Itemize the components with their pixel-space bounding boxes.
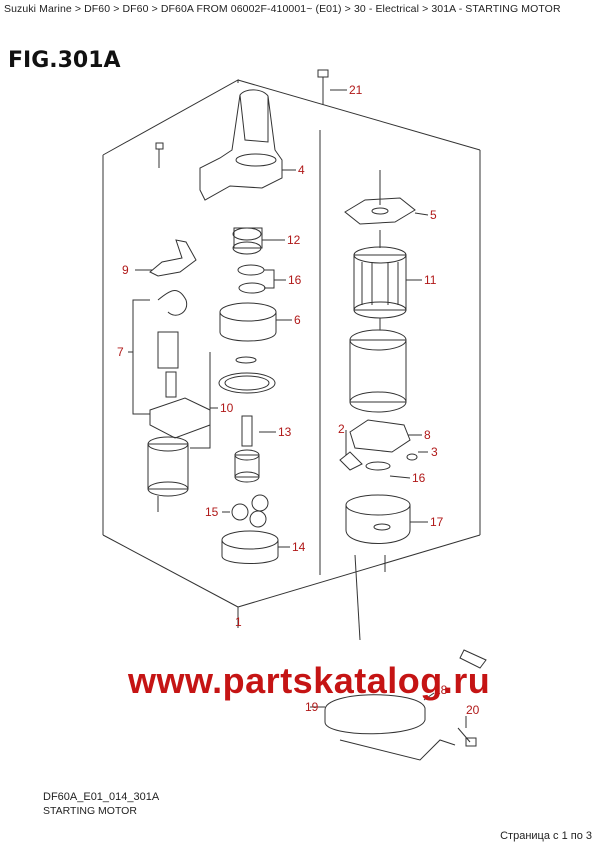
plate-part xyxy=(344,170,416,225)
callout-12: 12 xyxy=(287,233,301,247)
callout-16b: 16 xyxy=(412,471,426,485)
frame-line xyxy=(237,534,481,608)
callout-21: 21 xyxy=(349,83,363,97)
figure-subtitle: STARTING MOTOR xyxy=(43,805,137,817)
breadcrumb-item[interactable]: Suzuki Marine xyxy=(4,3,72,15)
callout-18: 18 xyxy=(434,683,448,697)
callout-1: 1 xyxy=(235,615,242,629)
watermark-text: www.partskatalog.ru xyxy=(128,660,491,701)
brush-holder-part xyxy=(339,419,418,471)
callout-11: 11 xyxy=(424,273,437,287)
breadcrumb-item[interactable]: DF60 xyxy=(122,3,149,15)
bolt-part xyxy=(457,727,477,747)
breadcrumb: Suzuki Marine > DF60 > DF60 > DF60A FROM… xyxy=(4,3,561,15)
frame-line xyxy=(237,79,481,151)
callout-17: 17 xyxy=(430,515,444,529)
washer-part xyxy=(235,356,257,364)
callout-10: 10 xyxy=(220,401,234,415)
frame-line xyxy=(102,79,239,156)
bolt-part xyxy=(317,69,329,105)
solenoid-part xyxy=(149,290,211,439)
strap-part xyxy=(324,694,456,761)
leader-line xyxy=(423,692,435,701)
cap-part xyxy=(219,302,277,342)
through-bolt-part xyxy=(354,554,361,641)
armature-part xyxy=(353,230,407,330)
breadcrumb-item[interactable]: DF60A FROM 06002F-410001~ (E01) xyxy=(160,3,342,15)
callout-7: 7 xyxy=(117,345,124,359)
callout-2: 2 xyxy=(338,422,345,436)
breadcrumb-item[interactable]: 30 - Electrical xyxy=(353,3,420,15)
callout-14: 14 xyxy=(292,540,306,554)
bracket-part xyxy=(345,494,411,544)
fwd-arrow-icon xyxy=(459,649,487,669)
gear-part xyxy=(231,494,269,528)
figure-title: FIG.301A xyxy=(8,48,121,73)
shaft-part xyxy=(234,415,260,483)
leader-line xyxy=(132,299,150,415)
frame-line xyxy=(102,534,239,608)
motor-body-part xyxy=(147,436,189,512)
figure-code: DF60A_E01_014_301A xyxy=(43,791,160,803)
callout-20: 20 xyxy=(466,703,480,717)
yoke-part xyxy=(349,329,407,413)
callout-19: 19 xyxy=(305,700,319,714)
callout-5: 5 xyxy=(430,208,437,222)
callout-16: 16 xyxy=(288,273,302,287)
leader-line xyxy=(264,269,275,289)
leader-line xyxy=(414,212,429,216)
page-counter: Страница с 1 по 3 xyxy=(500,830,592,842)
callout-4: 4 xyxy=(298,163,305,177)
breadcrumb-item-current: 301A - STARTING MOTOR xyxy=(431,3,561,15)
housing-part xyxy=(199,89,283,201)
oring-part xyxy=(218,372,276,394)
lever-part xyxy=(149,239,197,277)
clip-part xyxy=(237,264,266,294)
ring-gear-part xyxy=(221,530,279,564)
leader-line xyxy=(389,475,411,479)
breadcrumb-item[interactable]: DF60 xyxy=(84,3,111,15)
bolt-part xyxy=(155,142,164,168)
callout-13: 13 xyxy=(278,425,292,439)
leader-line xyxy=(190,352,211,449)
callout-15: 15 xyxy=(205,505,219,519)
callout-6: 6 xyxy=(294,313,301,327)
callout-9: 9 xyxy=(122,263,129,277)
callout-8: 8 xyxy=(424,428,431,442)
pinion-part xyxy=(232,227,263,255)
callout-3: 3 xyxy=(431,445,438,459)
